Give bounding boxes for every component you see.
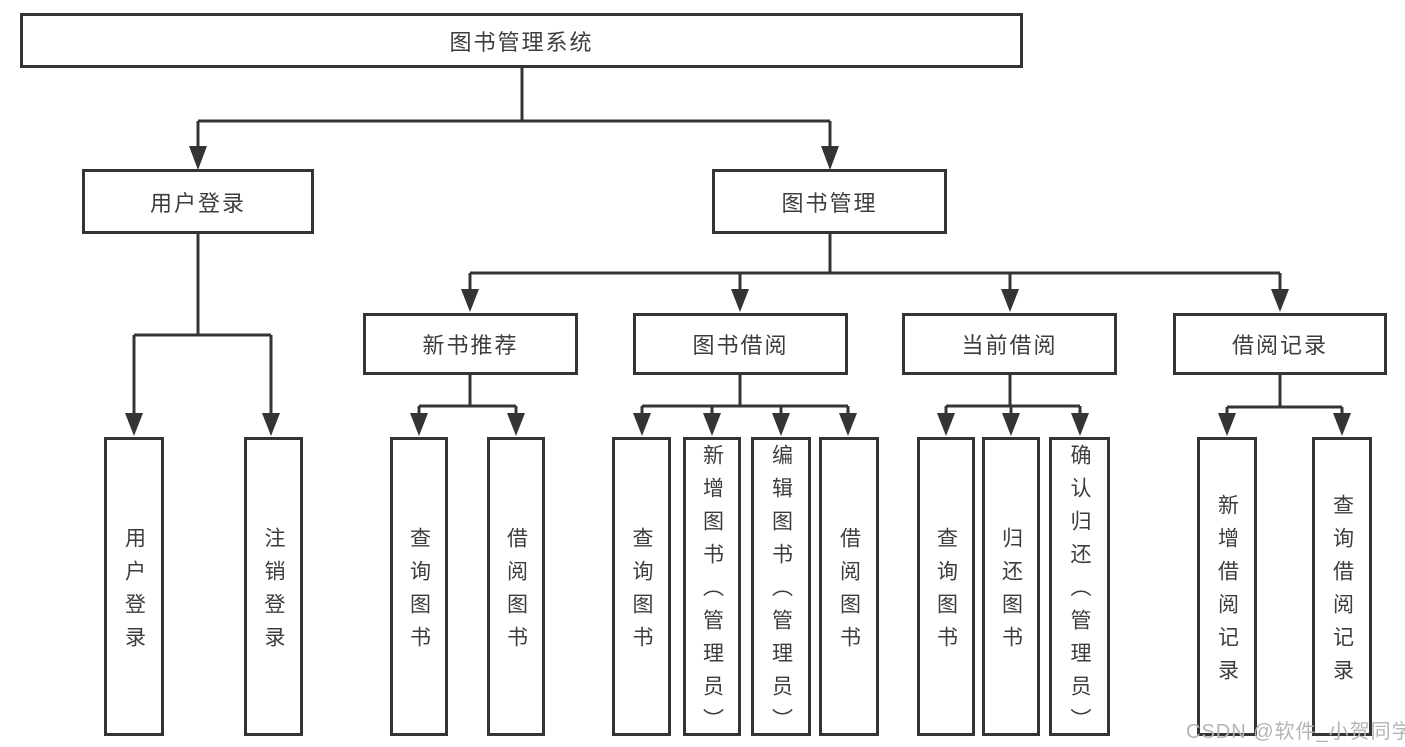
leaf-user-login: 用户登录 [104,437,164,736]
node-new-book-recommend-label: 新书推荐 [422,333,519,358]
leaf-add-borrow-record: 新增借阅记录 [1197,437,1257,736]
leaf-user-login-label: 用户登录 [122,526,146,659]
leaf-return-book-label: 归还图书 [999,526,1023,659]
leaf-query-book-1-label: 查询图书 [407,526,431,659]
node-book-management: 图书管理 [712,169,947,234]
node-borrow-records-label: 借阅记录 [1231,333,1328,358]
node-user-login: 用户登录 [82,169,314,234]
leaf-query-book-2-label: 查询图书 [630,526,653,659]
leaf-confirm-return-admin-label: 确认归还（管理员） [1068,444,1091,741]
leaf-add-book-admin-label: 新增图书（管理员） [700,444,724,741]
leaf-borrow-book-1: 借阅图书 [487,437,545,736]
leaf-add-book-admin: 新增图书（管理员） [683,437,741,741]
node-root-label: 图书管理系统 [449,29,594,55]
leaf-query-book-3: 查询图书 [917,437,975,736]
node-current-borrow-label: 当前借阅 [961,333,1058,358]
node-user-login-label: 用户登录 [149,190,246,216]
leaf-borrow-book-2: 借阅图书 [819,437,879,736]
leaf-edit-book-admin: 编辑图书（管理员） [751,437,811,741]
leaf-add-borrow-record-label: 新增借阅记录 [1215,493,1239,692]
watermark: CSDN @软件_小贺同学 [1186,721,1405,743]
node-new-book-recommend: 新书推荐 [363,313,578,375]
leaf-query-book-2: 查询图书 [612,437,671,736]
leaf-logout: 注销登录 [244,437,303,736]
leaf-confirm-return-admin: 确认归还（管理员） [1049,437,1110,741]
leaf-edit-book-admin-label: 编辑图书（管理员） [769,444,793,741]
leaf-borrow-book-2-label: 借阅图书 [837,526,861,659]
leaf-return-book: 归还图书 [982,437,1040,736]
node-book-management-label: 图书管理 [781,190,878,216]
leaf-query-borrow-record-label: 查询借阅记录 [1330,493,1354,692]
leaf-borrow-book-1-label: 借阅图书 [504,526,528,659]
node-current-borrow: 当前借阅 [902,313,1117,375]
leaf-query-book-3-label: 查询图书 [934,526,958,659]
leaf-logout-label: 注销登录 [262,526,285,659]
leaf-query-borrow-record: 查询借阅记录 [1312,437,1372,736]
node-borrow-records: 借阅记录 [1173,313,1387,375]
node-book-borrow: 图书借阅 [633,313,848,375]
leaf-query-book-1: 查询图书 [390,437,448,736]
node-root: 图书管理系统 [20,13,1023,68]
node-book-borrow-label: 图书借阅 [692,333,789,358]
